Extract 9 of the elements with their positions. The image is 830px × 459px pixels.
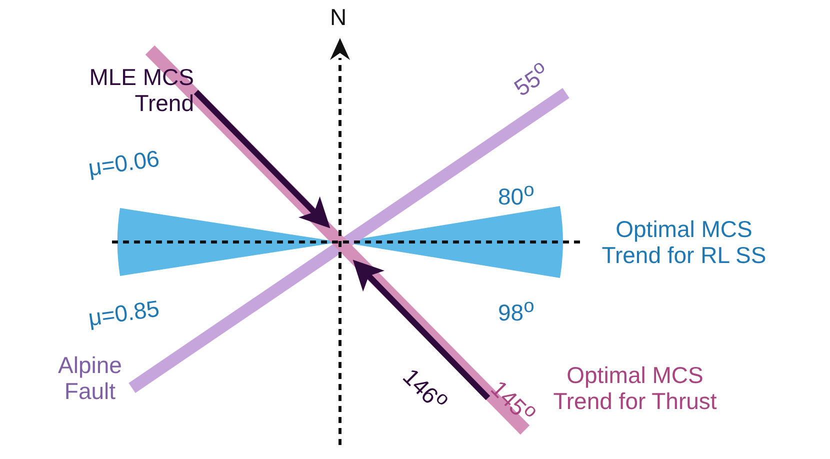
friction-label: μ=0.85	[86, 295, 161, 331]
line-label: Optimal MCS Trend for RL SS	[600, 216, 768, 268]
angle-label: 98$^{o}$	[498, 295, 534, 326]
line-label: Optimal MCS Trend for Thrust	[552, 362, 718, 414]
friction-label: μ=0.06	[86, 145, 161, 181]
line-label: Alpine Fault	[57, 352, 123, 404]
line-label: MLE MCS Trend	[88, 64, 194, 116]
compass-label: N	[330, 4, 347, 30]
angle-label: 80$^{o}$	[498, 179, 534, 210]
